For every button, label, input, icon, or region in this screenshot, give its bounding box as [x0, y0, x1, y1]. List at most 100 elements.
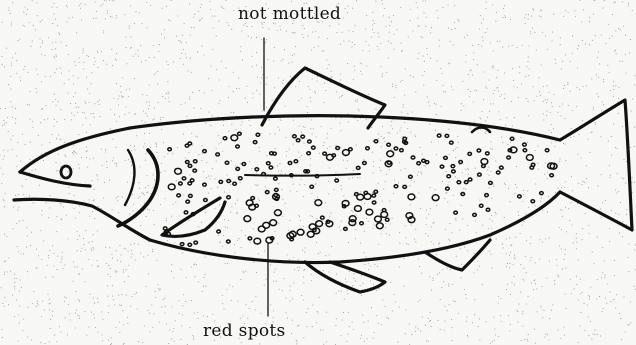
spot	[238, 132, 242, 135]
spot	[349, 220, 356, 226]
spot	[372, 194, 376, 197]
spot	[450, 141, 454, 144]
body-outline-top	[20, 116, 560, 172]
spot	[293, 135, 297, 138]
spot	[301, 135, 305, 138]
spot	[270, 220, 277, 226]
spot	[227, 180, 231, 183]
spot	[473, 213, 477, 216]
spot	[316, 221, 323, 227]
spot	[459, 161, 463, 164]
spot	[323, 152, 327, 155]
spot	[179, 182, 183, 185]
spot	[374, 140, 378, 143]
spot	[523, 149, 527, 152]
pelvic-fin	[305, 262, 385, 292]
spot	[518, 195, 522, 198]
spot	[193, 169, 197, 172]
spot	[275, 188, 279, 191]
spot	[248, 237, 252, 240]
spot	[216, 153, 220, 156]
spot	[312, 146, 316, 149]
spot	[372, 201, 376, 204]
spot	[297, 229, 304, 235]
spot	[507, 156, 511, 159]
spot	[440, 165, 444, 168]
spot	[496, 171, 500, 174]
spot	[510, 137, 514, 140]
spot	[382, 209, 386, 212]
spot	[381, 212, 388, 218]
spot	[376, 223, 383, 229]
spot	[451, 165, 455, 168]
spot	[236, 145, 240, 148]
spot	[523, 143, 527, 146]
spot	[454, 211, 458, 214]
spot	[478, 173, 482, 176]
spot	[375, 216, 382, 222]
spot	[203, 183, 207, 186]
spot	[422, 159, 426, 162]
spot	[307, 152, 311, 155]
spot	[486, 208, 490, 211]
pectoral-fin	[162, 198, 225, 236]
spot	[336, 147, 340, 150]
spot	[253, 141, 257, 144]
spot	[186, 200, 190, 203]
spot	[366, 147, 370, 150]
spot	[366, 209, 373, 215]
spot	[540, 192, 544, 195]
spot	[274, 177, 278, 180]
spot	[500, 166, 504, 169]
spot	[400, 149, 404, 152]
spot	[526, 155, 533, 161]
spot	[308, 140, 312, 143]
spot	[403, 137, 407, 140]
spot	[335, 179, 339, 182]
spot	[288, 162, 292, 165]
spot	[163, 227, 167, 230]
spot	[408, 194, 415, 200]
spot	[481, 159, 488, 165]
spot	[274, 194, 278, 197]
spot	[188, 142, 192, 145]
spot	[294, 160, 298, 163]
spot	[409, 175, 413, 178]
spot	[267, 162, 271, 165]
spot	[204, 199, 208, 202]
spot	[188, 182, 192, 185]
spot	[452, 170, 456, 173]
spot	[485, 194, 489, 197]
spot	[457, 181, 461, 184]
spot	[273, 152, 277, 155]
spot	[387, 143, 391, 146]
spot	[394, 185, 398, 188]
spot	[531, 200, 535, 203]
spot	[275, 210, 282, 216]
spot	[444, 156, 448, 159]
adipose-fin	[472, 128, 490, 133]
gill-arc	[125, 150, 134, 205]
spot	[255, 168, 259, 171]
spot	[355, 206, 362, 212]
spot	[364, 191, 368, 194]
spot	[193, 160, 197, 163]
spot	[256, 133, 260, 136]
label-red-spots: red spots	[203, 321, 286, 341]
spot	[225, 161, 229, 164]
gill-cover	[118, 150, 158, 226]
spot	[236, 167, 240, 170]
spot	[461, 193, 465, 196]
spot	[355, 193, 359, 196]
spot	[188, 243, 192, 246]
spot	[479, 204, 483, 207]
spot	[182, 177, 186, 180]
mouth	[20, 172, 90, 186]
spot	[242, 163, 246, 166]
spot	[265, 191, 269, 194]
spot	[332, 154, 336, 157]
spot	[223, 137, 227, 140]
spot	[168, 184, 175, 190]
spot	[446, 187, 450, 190]
